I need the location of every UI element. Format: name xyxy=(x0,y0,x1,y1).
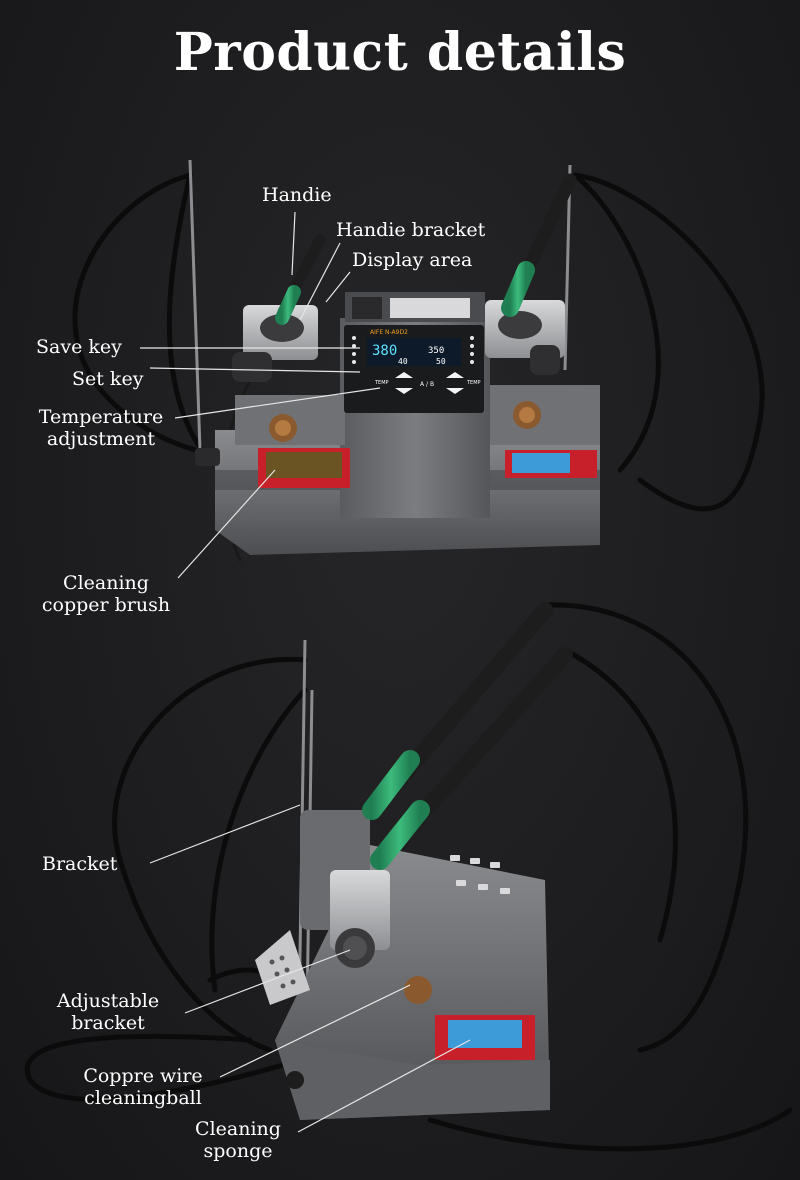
bottom-callout-lines xyxy=(149,804,471,1133)
display-left-key: TEMP xyxy=(374,380,389,386)
label-temperature-adjustment: Temperature adjustment xyxy=(36,406,166,450)
display-right-actual: 50 xyxy=(436,357,446,366)
display-right-set: 40 xyxy=(398,357,408,366)
label-copper-brush: Cleaning copper brush xyxy=(36,572,176,616)
label-set-key: Set key xyxy=(72,368,144,390)
label-cleaning-sponge: Cleaning sponge xyxy=(188,1118,288,1162)
display-panel: 380 350 40 50 AIFE N-A9D2 A / B TEMP TEM… xyxy=(344,325,484,413)
label-adjustable-line2: bracket xyxy=(71,1012,145,1034)
display-keys xyxy=(395,372,464,394)
label-adjustable-bracket: Adjustable bracket xyxy=(46,990,170,1034)
label-copper-brush-line1: Cleaning xyxy=(63,572,149,594)
display-right-key: TEMP xyxy=(466,380,481,386)
label-wire-cleaning-ball: Coppre wire cleaningball xyxy=(74,1065,212,1109)
label-handle-bracket: Handie bracket xyxy=(336,219,486,241)
display-brand: AIFE N-A9D2 xyxy=(370,329,408,336)
label-copper-brush-line2: copper brush xyxy=(41,594,171,616)
label-bracket: Bracket xyxy=(42,853,118,875)
label-wire-line2: cleaningball xyxy=(84,1087,202,1109)
display-left-set: 380 xyxy=(372,343,397,359)
label-temperature-line2: adjustment xyxy=(46,428,156,450)
display-left-actual: 350 xyxy=(428,346,444,356)
display-center-key: A / B xyxy=(420,381,434,388)
page-title: Product details xyxy=(173,22,627,83)
top-station-cables xyxy=(72,172,765,562)
label-save-key: Save key xyxy=(36,336,122,358)
label-temperature-line1: Temperature xyxy=(38,406,164,428)
bottom-station-cables xyxy=(24,602,793,1152)
bottom-station-body xyxy=(255,810,550,1120)
label-sponge-line2: sponge xyxy=(203,1140,273,1162)
label-handle: Handie xyxy=(262,184,332,206)
label-sponge-line1: Cleaning xyxy=(195,1118,281,1140)
label-wire-line1: Coppre wire xyxy=(83,1065,203,1087)
bottom-station-handles xyxy=(362,602,573,870)
top-station-stands xyxy=(188,159,572,451)
top-station-handles xyxy=(275,173,577,325)
top-callout-lines xyxy=(140,211,381,579)
label-display-area: Display area xyxy=(352,249,473,271)
label-adjustable-line1: Adjustable xyxy=(56,990,160,1012)
